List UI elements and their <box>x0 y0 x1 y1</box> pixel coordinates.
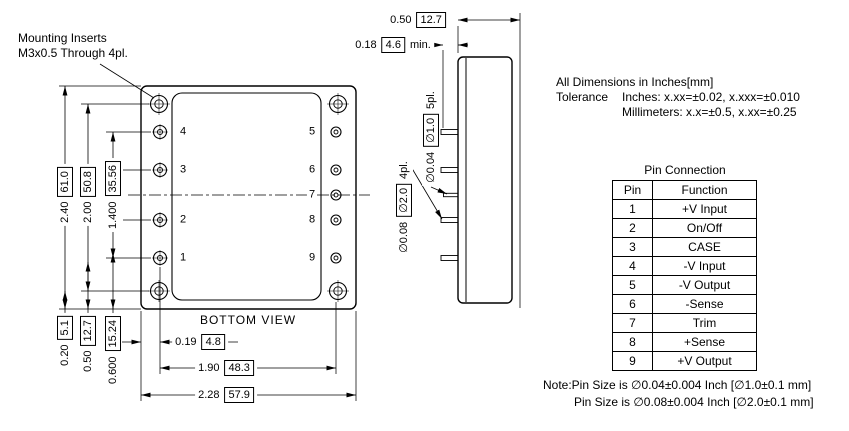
function-column-header: Function <box>652 180 757 200</box>
table-row: 6-Sense <box>612 294 757 314</box>
mounting-note-leader <box>99 63 155 99</box>
table-row: 8+Sense <box>612 332 757 352</box>
pin-table-header-row: Pin Function <box>612 180 757 200</box>
pin-size-note-line2: Pin Size is ∅0.08±0.004 Inch [∅2.0±0.1 m… <box>574 395 814 409</box>
extension-lines-side-view <box>442 13 521 308</box>
bottom-view-body <box>140 85 357 310</box>
dim-bottom-to-pin: 0.60015.24 <box>104 312 122 388</box>
pin-table-title: Pin Connection <box>644 163 726 177</box>
pin-label-3: 3 <box>177 163 189 177</box>
dimension-lines-side-view <box>409 17 520 220</box>
mounting-note-line2: M3x0.5 Through 4pl. <box>18 46 128 60</box>
table-row: 9+V Output <box>612 351 757 371</box>
tolerance-inches: Inches: x.xx=±0.02, x.xxx=±0.010 <box>622 90 800 104</box>
pin-label-2: 2 <box>177 213 189 227</box>
bottom-view-title: BOTTOM VIEW <box>199 313 297 327</box>
tolerance-label: Tolerance <box>556 90 609 104</box>
table-row: 4-V Input <box>612 256 757 276</box>
tolerance-millimeters: Millimeters: x.x=±0.5, x.xx=±0.25 <box>622 105 797 119</box>
dimensions-units-note: All Dimensions in Inches[mm] <box>556 75 714 89</box>
pin-label-9: 9 <box>306 251 318 265</box>
dim-pin-span-height: 1.40035.56 <box>104 157 122 233</box>
pin-size-note-line1: Note:Pin Size is ∅0.04±0.004 Inch [∅1.0±… <box>543 378 812 392</box>
pin-column-header: Pin <box>612 180 653 200</box>
pin-label-6: 6 <box>306 163 318 177</box>
mounting-note-line1: Mounting Inserts <box>18 31 107 45</box>
dim-overall-height: 2.4061.0 <box>56 164 74 226</box>
pin-label-8: 8 <box>306 213 318 227</box>
dim-bottom-to-hole: 0.205.1 <box>56 313 74 369</box>
pin-label-4: 4 <box>177 125 189 139</box>
side-view-body <box>440 56 513 304</box>
pins-left-large <box>152 124 168 266</box>
pin-label-7: 7 <box>306 188 318 202</box>
table-row: 5-V Output <box>612 275 757 295</box>
pin-label-5: 5 <box>306 125 318 139</box>
dim-pin-dia-small: ∅0.04∅1.05pl. <box>422 88 440 186</box>
dim-hole-span-height: 2.0050.8 <box>79 164 97 226</box>
dim-bottom-offset-mid: 0.5012.7 <box>79 313 97 375</box>
table-row: 1+V Input <box>612 199 757 219</box>
dim-pin-dia-large: ∅0.08∅2.04pl. <box>395 158 413 256</box>
pin-label-1: 1 <box>177 251 189 265</box>
mounting-holes <box>148 93 349 302</box>
